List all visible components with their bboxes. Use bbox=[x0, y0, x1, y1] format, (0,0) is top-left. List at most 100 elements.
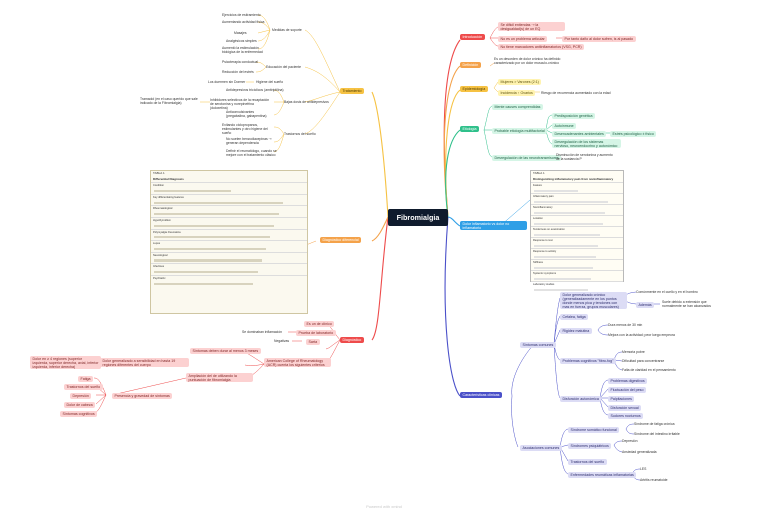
car-item-20[interactable]: Asociaciones comunes bbox=[520, 445, 562, 451]
trat-item-16[interactable]: Anticonvulsivantes (pregabalina, gabapen… bbox=[226, 110, 267, 118]
car-item-3[interactable]: Además bbox=[636, 302, 655, 308]
branch-definicion[interactable]: Definición bbox=[460, 62, 481, 68]
car-item-16[interactable]: Fluctuación del peso bbox=[608, 387, 646, 393]
etiologia-item-6[interactable]: Estrés psicológico ± físico bbox=[610, 131, 657, 137]
definicion-text[interactable]: Es un desorden de dolor crónico ha defin… bbox=[494, 57, 561, 65]
trat-item-6[interactable]: Aumentó la estimulación biológica de la … bbox=[222, 46, 263, 54]
car-item-2[interactable]: Comúnmente en el cuello y en el hombro bbox=[636, 290, 698, 294]
epidemio-item-1[interactable]: Mujeres > Varones (2:1) bbox=[498, 79, 542, 85]
central-topic[interactable]: Fibromialgia bbox=[388, 209, 448, 226]
car-item-29[interactable]: LES bbox=[640, 467, 647, 471]
car-item-18[interactable]: Disfunción sexual bbox=[608, 405, 642, 411]
trat-item-9[interactable]: Reducción del estrés bbox=[222, 70, 254, 74]
table-row: Neurological bbox=[151, 251, 307, 258]
etiologia-item-4[interactable]: Probable etiología multifactorial bbox=[492, 128, 548, 134]
trat-item-5[interactable]: Analgésicos simples bbox=[226, 39, 257, 43]
car-item-9[interactable]: Mejora con la actividad; peor luego empe… bbox=[608, 333, 675, 337]
diag-item-3[interactable]: Se dominaban inflamación bbox=[242, 330, 282, 334]
intro-item-2[interactable]: No es un problema articular bbox=[498, 36, 548, 42]
intro-item-4[interactable]: No tiene marcadores antiinflamatorios (V… bbox=[498, 44, 585, 50]
table-row-text bbox=[534, 233, 601, 236]
intro-item-1[interactable]: Se dificil entiendas ⇢ la desigualdad(s)… bbox=[498, 22, 565, 32]
branch-epidemiologia[interactable]: Epidemiología bbox=[460, 86, 488, 92]
trat-item-8[interactable]: Educación del paciente bbox=[266, 65, 302, 69]
diag-item-12[interactable]: Fatiga bbox=[78, 376, 93, 382]
trat-item-19[interactable]: No suelen benzodiacepinas ⇢ generan depe… bbox=[226, 137, 272, 145]
branch-etiologia[interactable]: Etiología bbox=[460, 126, 479, 132]
branch-caracteristicas[interactable]: Características clínicas bbox=[460, 392, 502, 398]
car-item-25[interactable]: Depresión bbox=[622, 439, 638, 443]
table-row-text bbox=[154, 201, 283, 204]
car-item-7[interactable]: Rigidez matutina bbox=[560, 328, 592, 334]
car-item-22[interactable]: Síndrome de fatiga crónica bbox=[634, 422, 675, 426]
branch-introduccion[interactable]: Introducción bbox=[460, 34, 485, 40]
etiologia-item-5[interactable]: Desencadenantes ambientales bbox=[552, 131, 607, 137]
car-item-10[interactable]: Problemas cognitivos "fibro-fog" bbox=[560, 358, 616, 364]
diag-item-14[interactable]: Depresión bbox=[70, 393, 92, 399]
trat-item-15[interactable]: Bajas dosis de antidepresivos bbox=[284, 100, 329, 104]
epidemio-item-3[interactable]: Riesgo de recurrencia aumentado con la e… bbox=[541, 91, 611, 95]
car-item-12[interactable]: Dificultad para concentrarse bbox=[622, 359, 665, 363]
trat-item-20[interactable]: Definir el reumatólogo, cuando se mejore… bbox=[226, 149, 277, 157]
etiologia-item-2[interactable]: Predisposición genética bbox=[552, 113, 595, 119]
trat-item-11[interactable]: Higiene del sueño bbox=[256, 80, 284, 84]
car-item-24[interactable]: Síndromes psiquiátricos bbox=[568, 443, 612, 449]
car-item-1[interactable]: Dolor generalizado crónico (generalizada… bbox=[560, 292, 627, 310]
car-item-11[interactable]: Memoria pobre bbox=[622, 350, 645, 354]
car-item-15[interactable]: Problemas digestivos bbox=[608, 378, 648, 384]
car-item-5[interactable]: Síntomas comunes bbox=[520, 342, 556, 348]
trat-item-17[interactable]: Evitando ciclopropanos, estimulantes y o… bbox=[222, 123, 268, 135]
intro-item-3[interactable]: Por tanto daño al dolor sufren, is al pa… bbox=[562, 36, 636, 42]
branch-diferencial[interactable]: Diagnóstico diferencial bbox=[320, 237, 362, 243]
car-item-27[interactable]: Trastornos del sueño bbox=[568, 459, 607, 465]
trat-item-12[interactable]: Antidepresivos tricíclicos (amitriptilin… bbox=[226, 88, 284, 92]
dolor-table-image: TABLA 1 Distinguishing inflammatory pain… bbox=[530, 170, 624, 291]
diag-item-11[interactable]: Presencia y gravedad de síntomas bbox=[112, 393, 173, 399]
diag-item-1[interactable]: Es un de clínico bbox=[304, 321, 335, 327]
trat-item-4[interactable]: Masajes bbox=[234, 31, 247, 35]
diag-item-8[interactable]: Dolor generalizado a sensibilidad en has… bbox=[100, 358, 189, 368]
car-item-19[interactable]: Sudores nocturnos bbox=[608, 413, 644, 419]
car-item-21[interactable]: Síndrome somático funcional bbox=[568, 427, 620, 433]
car-item-6[interactable]: Cefalea, fatiga bbox=[560, 314, 589, 320]
car-item-13[interactable]: Falta de claridad en el pensamiento bbox=[622, 368, 676, 372]
diag-item-2[interactable]: Prueba de laboratorio bbox=[296, 330, 336, 336]
diag-item-16[interactable]: Síntomas cognitivos bbox=[60, 411, 98, 417]
trat-item-3[interactable]: Medidas de soporte bbox=[272, 28, 302, 32]
diag-item-7[interactable]: American College of Rheumatology (ACR) c… bbox=[264, 358, 331, 368]
trat-item-7[interactable]: Psicoterapia conductual bbox=[222, 60, 259, 64]
table-row-text bbox=[534, 200, 608, 203]
car-item-4[interactable]: Suele debido a extensión que normalmente… bbox=[662, 300, 712, 308]
diag-item-4[interactable]: Sarta bbox=[306, 339, 320, 345]
trat-item-2[interactable]: Aumentando actividad física bbox=[222, 20, 265, 24]
car-item-30[interactable]: Artritis reumatoide bbox=[640, 478, 668, 482]
car-item-23[interactable]: Síndrome del intestino irritable bbox=[634, 432, 680, 436]
car-item-14[interactable]: Disfunción autonómica bbox=[560, 396, 602, 402]
trat-item-1[interactable]: Ejercicios de estiramiento bbox=[222, 13, 261, 17]
diag-item-15[interactable]: Dolor de cabeza bbox=[64, 402, 96, 408]
etiologia-item-7[interactable]: Desregulación de los sistemas nervioso, … bbox=[552, 139, 621, 149]
diag-item-9[interactable]: Dolor en ≥ 4 regiones (superior izquierd… bbox=[30, 356, 101, 370]
diag-item-10[interactable]: Ampliación del de utilizando la puntuaci… bbox=[186, 373, 253, 383]
diag-item-13[interactable]: Trastornos del sueño bbox=[64, 384, 103, 390]
etiologia-item-9[interactable]: Disminución de serotonina y aumento de l… bbox=[556, 153, 613, 161]
etiologia-item-3[interactable]: Autoinmune bbox=[552, 123, 577, 129]
epidemio-item-2[interactable]: Incidencia ↑ Ovarios bbox=[498, 90, 536, 96]
branch-tratamiento[interactable]: Tratamiento bbox=[340, 88, 365, 94]
car-item-17[interactable]: Palpitaciones bbox=[608, 396, 635, 402]
branch-dolor[interactable]: Dolor inflamatorio vs dolor no inflamato… bbox=[460, 221, 527, 231]
table-row: Location bbox=[531, 215, 623, 221]
diag-item-5[interactable]: Negativas bbox=[274, 339, 290, 343]
dif-table-title: Differential Diagnosis bbox=[153, 176, 184, 181]
etiologia-item-1[interactable]: Mente causes comprendidas bbox=[492, 104, 543, 110]
etiologia-item-8[interactable]: Desregulación de las neurotransmisores bbox=[492, 155, 562, 161]
branch-diagnostico[interactable]: Diagnóstico bbox=[340, 337, 364, 343]
trat-item-18[interactable]: Trastornos del sueño bbox=[284, 132, 316, 136]
diag-item-6[interactable]: Síntomas deben durar al menos 3 meses bbox=[190, 348, 261, 354]
trat-item-10[interactable]: Los duermen sin Dormer bbox=[208, 80, 246, 84]
car-item-8[interactable]: Dura menos de 30 min bbox=[608, 323, 643, 327]
car-item-26[interactable]: Ansiedad generalizada bbox=[622, 450, 657, 454]
car-item-28[interactable]: Enfermedades reumáticas inflamatorias bbox=[568, 472, 637, 478]
trat-item-14[interactable]: Inhibidores selectivos de la recaptación… bbox=[210, 98, 270, 110]
trat-item-13[interactable]: Tramadol (en el caso querido que sale in… bbox=[140, 97, 198, 105]
